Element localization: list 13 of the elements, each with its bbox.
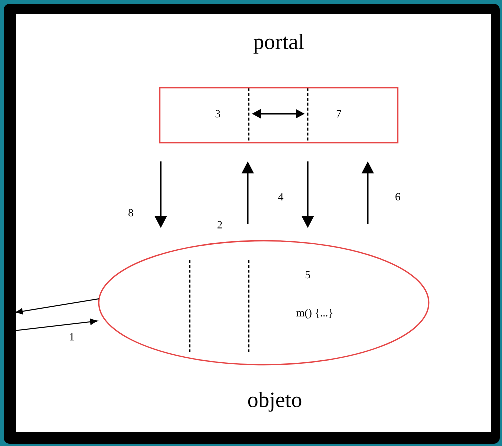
edge-label: 2	[218, 221, 222, 229]
node-number: 3	[216, 110, 220, 118]
arrow	[15, 298, 100, 315]
node-heading: portal	[254, 34, 304, 54]
node-number: 7	[336, 110, 342, 118]
node-number: 5	[306, 271, 310, 279]
edge-label: 8	[128, 209, 134, 217]
edge-label: 6	[396, 193, 400, 201]
node-heading: objeto	[248, 392, 302, 412]
arrow	[14, 318, 98, 332]
edge-label: 1	[70, 333, 74, 341]
method-label: m() {...}	[296, 309, 333, 319]
edge-label: 4	[278, 193, 284, 201]
